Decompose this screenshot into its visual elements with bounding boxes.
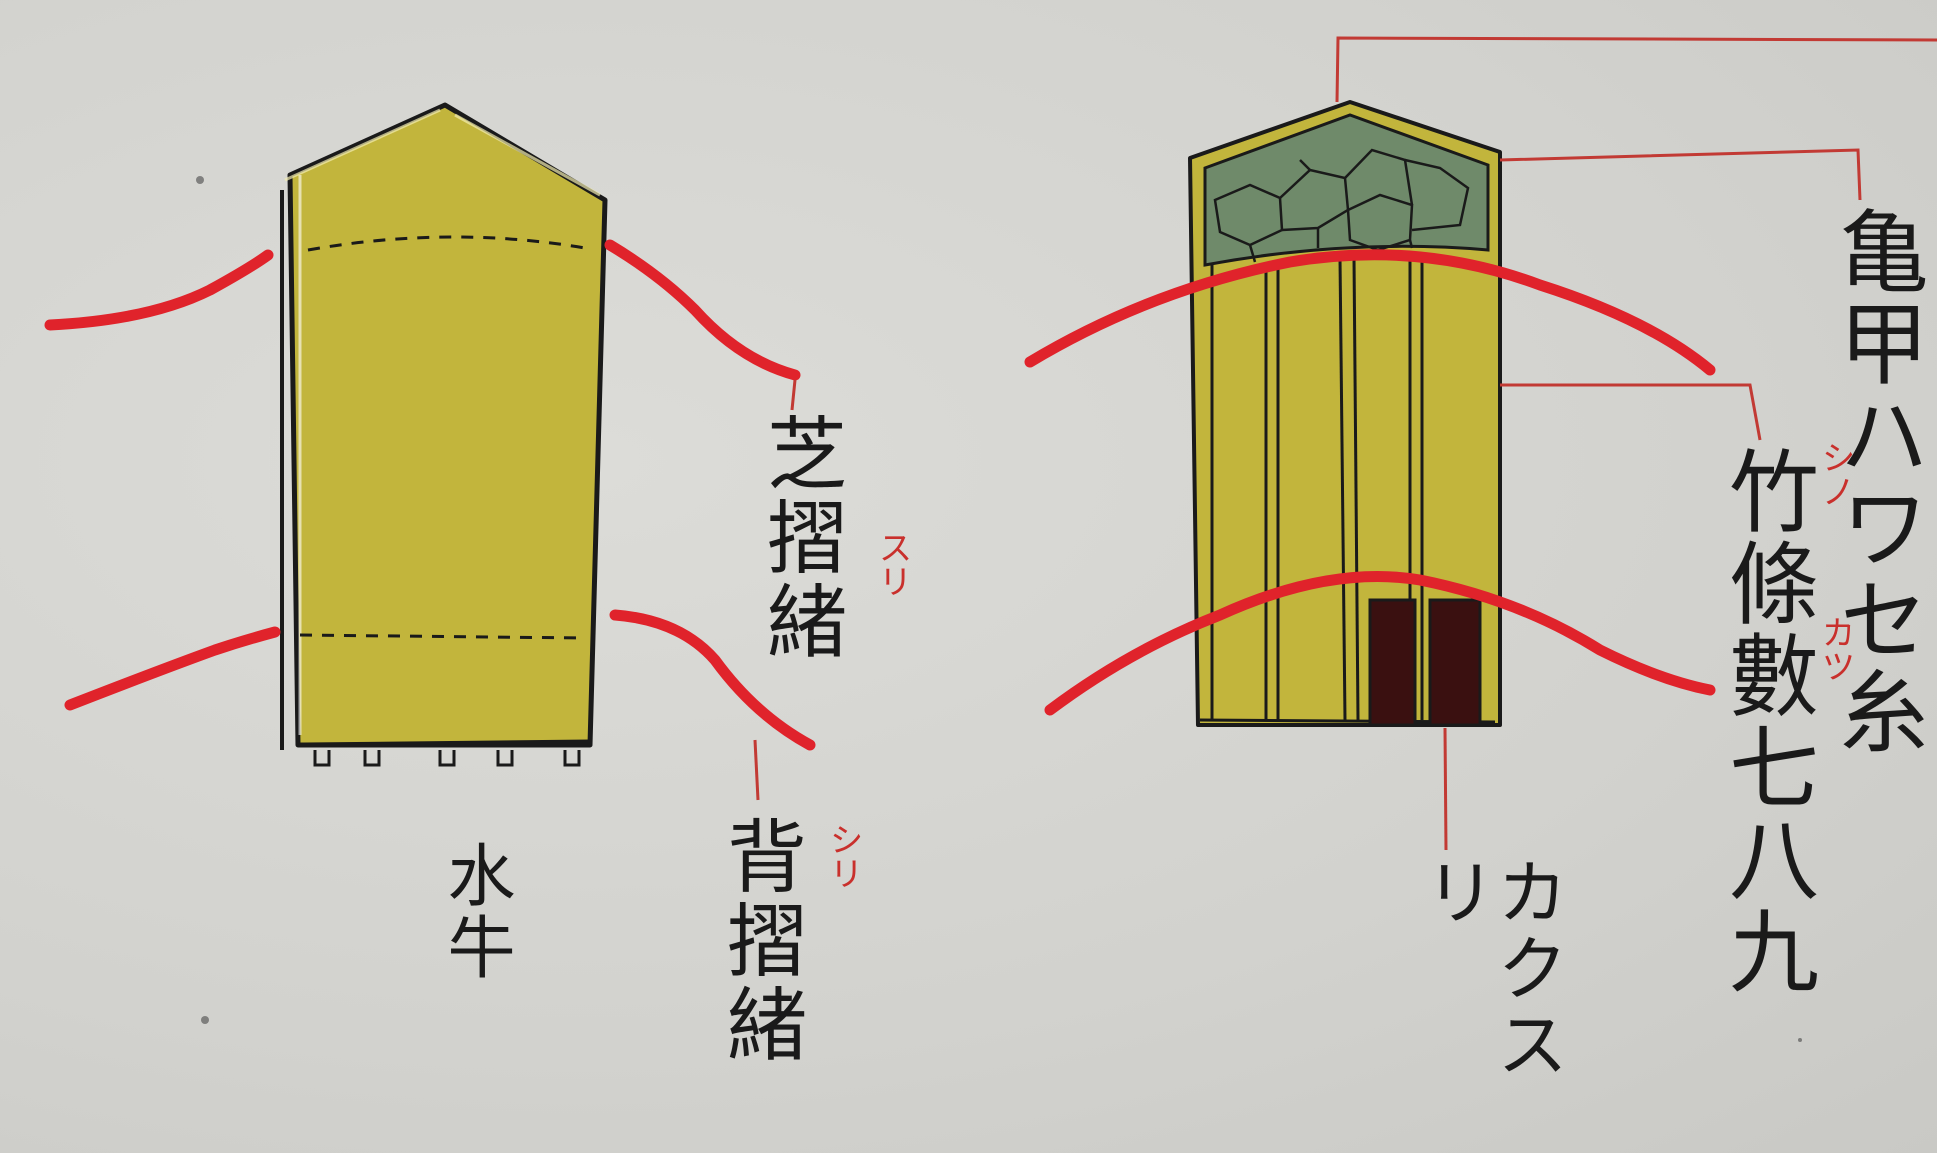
label-water-buffalo: 水牛	[435, 840, 514, 984]
left-plate	[280, 102, 608, 767]
paper-speckles	[196, 176, 1802, 1042]
left-cords	[44, 239, 816, 751]
label-front-cord: 芝摺緒	[754, 412, 847, 664]
right-leader-lines	[1335, 36, 1937, 851]
label-back-cord: 背摺緒	[714, 815, 807, 1067]
kakusuri-blocks	[1368, 598, 1482, 727]
ruby-back-cord: シリ	[823, 822, 863, 890]
ruby-bamboo-2: カツ	[1815, 615, 1855, 683]
left-leader-lines	[753, 379, 797, 801]
label-bamboo-strips: 竹條數七八九	[1713, 445, 1818, 997]
left-plate-teeth	[313, 750, 581, 767]
right-plate	[1188, 100, 1502, 727]
label-tortoise-shell: 亀甲ハワセ糸	[1823, 205, 1928, 757]
ruby-bamboo-1: シノ	[1815, 440, 1855, 508]
right-cords	[1024, 249, 1716, 716]
ruby-front-cord: スリ	[872, 530, 912, 598]
label-kakusuri: カクスリ	[1412, 855, 1568, 1083]
tortoise-shell-pattern	[1213, 148, 1470, 263]
